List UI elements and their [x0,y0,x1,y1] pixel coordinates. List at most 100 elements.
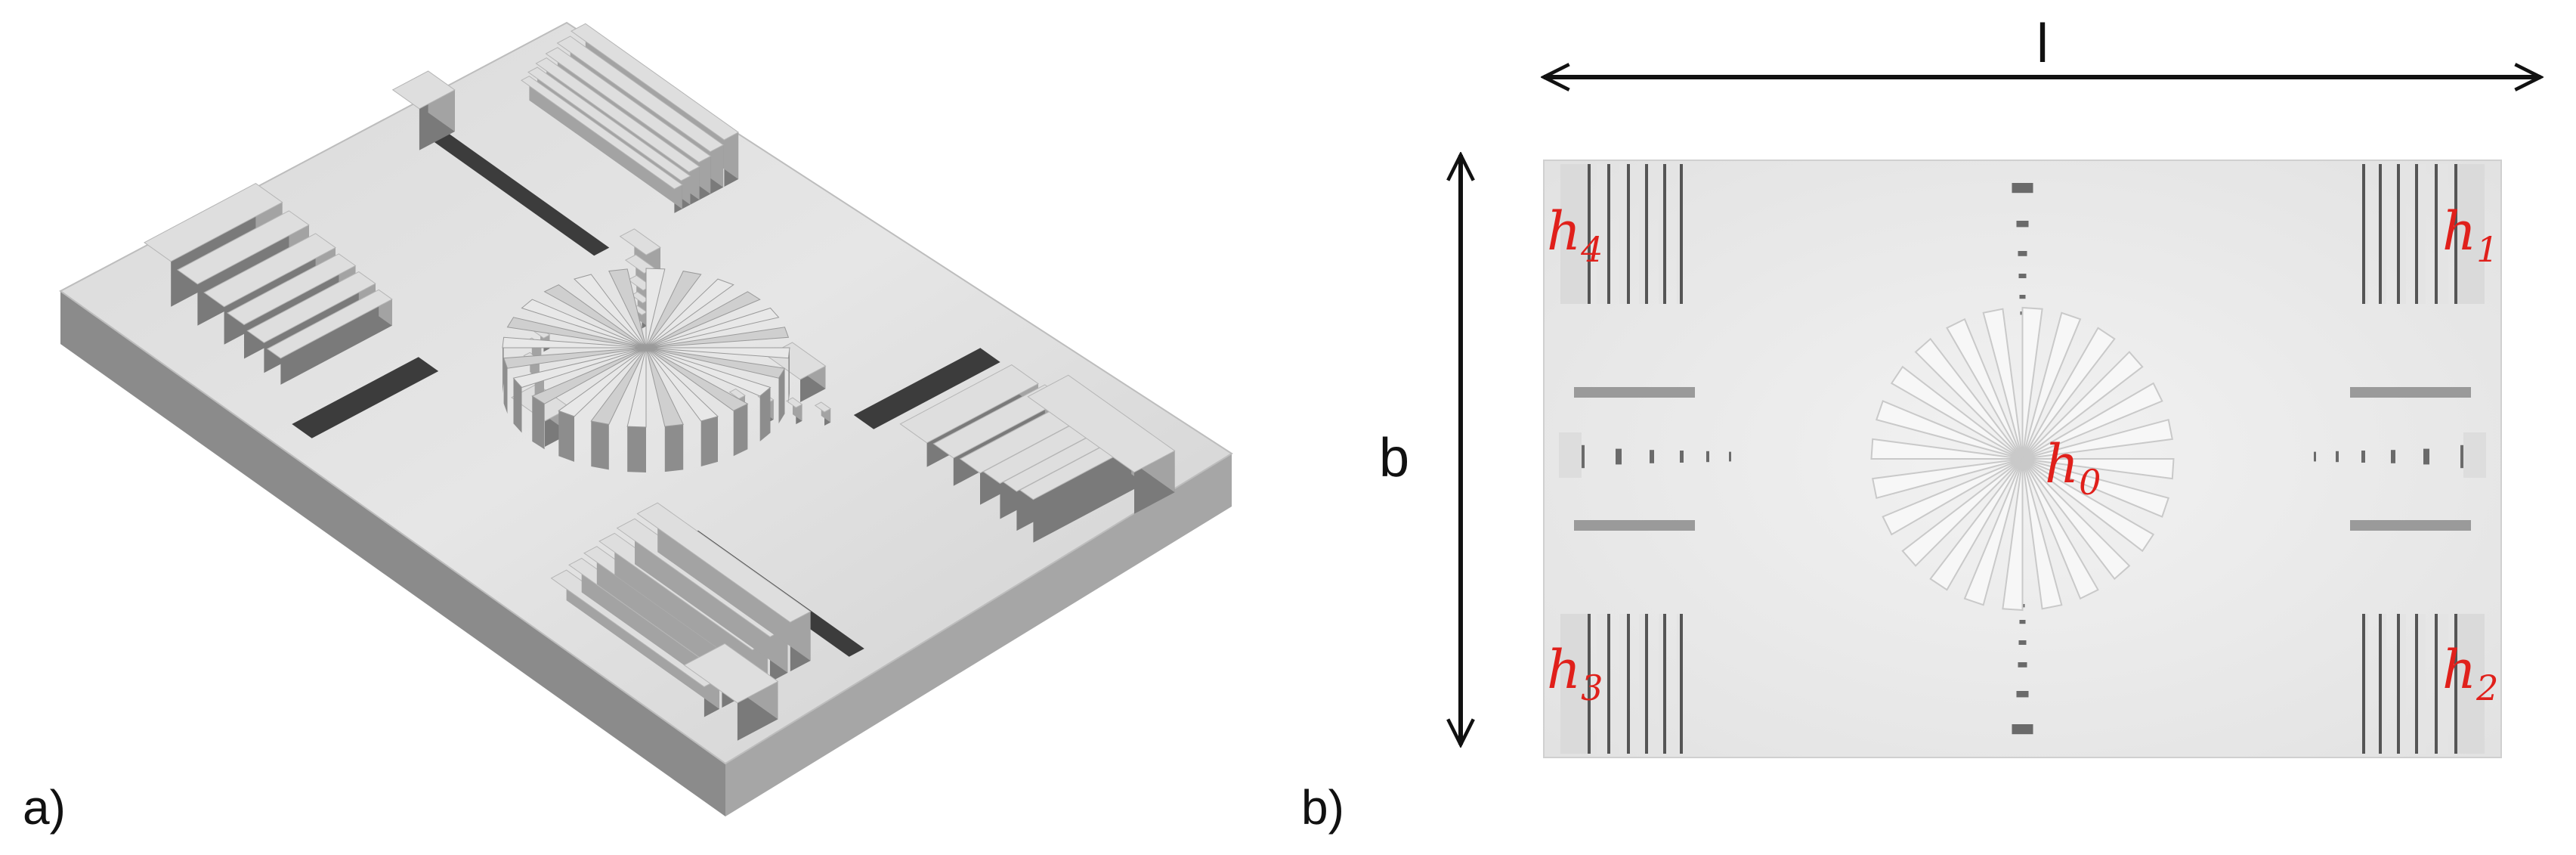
dot-n-1 [2016,221,2029,228]
group-ne-bar-edge-5 [2362,164,2365,304]
group-se-bar-edge-3 [2397,614,2400,754]
spoke-side [759,387,771,441]
spoke-top [512,347,647,389]
group-nw-bar-4 [1659,164,1666,304]
group-ne-bar-0 [2454,164,2485,304]
box-top-face [246,271,376,343]
box-top-face [266,289,393,359]
spoke-top-view [1963,458,2024,606]
spoke-side [627,426,646,472]
group-sw-bar-1 [1597,614,1610,754]
group-sw-bar-edge-2 [1627,614,1630,754]
spoke-top-view [2021,458,2131,581]
height-label-h3: h3 [1547,639,1603,708]
spoke-top-view [2021,458,2155,553]
group-nw-bar-0 [1560,164,1591,304]
height-symbol: h [2442,200,2476,262]
spoke-top [590,347,647,425]
spoke-side [558,410,574,462]
box-top-face [391,70,456,110]
top-view-features [1559,164,2486,754]
group-ne-bar-edge-0 [2454,164,2457,304]
spoke-side [733,404,748,457]
block-nw [391,70,456,150]
box-left-face [280,299,392,385]
group-sw-bar-edge-5 [1680,614,1683,754]
dot-s-3 [2018,640,2027,645]
post-e-3 [814,401,832,426]
dot-w-2 [1650,450,1654,463]
group-se-bar-0 [2454,614,2485,754]
block-e [1027,374,1176,514]
spoke-side [532,395,545,450]
panel-a-label: a) [23,780,66,835]
height-label-h1: h1 [2442,200,2498,270]
height-subscript: 3 [1581,668,1603,708]
box-top-face [728,388,746,400]
dot-w-3 [1680,451,1684,463]
spoke-top-view [1870,438,2023,460]
spoke-top-view [2022,458,2169,518]
starburst-top-view [1870,306,2175,612]
dot-e-2 [2391,450,2395,463]
group-nw-bar-edge-5 [1680,164,1683,304]
dot-e-1 [2423,448,2429,465]
group-ne-bar-4 [2379,164,2386,304]
height-subscript: 1 [2476,229,2498,270]
length-label: l [2036,14,2049,74]
spoke-top [645,278,734,349]
group-ne-bar-edge-3 [2397,164,2400,304]
dot-n-4 [2019,295,2026,299]
panel-b-label: b) [1301,780,1344,835]
height-label-h0: h0 [2045,433,2101,503]
group-sw-bar-edge-3 [1645,614,1648,754]
spoke-top-view [1914,337,2024,460]
spoke-top [645,291,761,349]
bar-nw-5 [521,76,683,213]
spoke-top-view [2021,306,2043,460]
box-top-face [227,253,357,326]
spoke-top-view [2022,458,2175,480]
group-se-bar-edge-5 [2362,614,2365,754]
spoke-top [645,347,749,411]
height-symbol: h [2045,433,2079,495]
spoke-top-view [2021,458,2063,610]
post-e-2 [786,397,803,425]
spoke-top [531,347,647,404]
spoke-top [502,336,647,349]
groove-right [853,348,1000,429]
box-top-face [636,502,812,623]
group-nw-bar-edge-2 [1627,164,1630,304]
box-top-face [144,183,283,262]
dot-s-2 [2018,662,2027,668]
group-sw-bar-edge-0 [1588,614,1591,754]
spoke-top [521,299,647,349]
box-top-face [683,643,779,704]
height-subscript: 0 [2079,462,2101,503]
box-top-face [1027,374,1176,473]
box-top-face [556,36,725,153]
spoke-side [788,348,790,404]
box-top-face [521,76,683,190]
dot-e-3 [2361,451,2365,463]
box-left-face [1033,440,1145,543]
block-se [683,643,779,741]
spoke-top [645,347,772,397]
spoke-side [503,337,504,393]
h-bar-ne [2350,387,2471,398]
pad-e [2463,432,2486,478]
height-subscript: 4 [1580,229,1603,270]
height-label-h4: h4 [1547,200,1603,270]
height-label-h2: h2 [2442,639,2498,708]
spoke-side [513,378,522,433]
box-top-face [571,23,740,141]
box-top-face [619,228,661,256]
group-nw-bar-1 [1597,164,1610,304]
spoke-top [574,274,647,349]
spoke-top [645,347,786,379]
dot-e-5 [2314,451,2316,462]
panel-b-top-view [1543,160,2502,758]
groove-top [428,129,610,256]
spoke-top-view [2021,327,2116,460]
